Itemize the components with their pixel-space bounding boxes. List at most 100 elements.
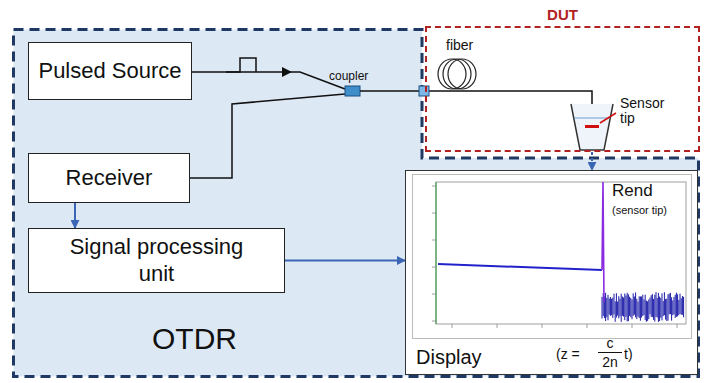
noise-stroke xyxy=(662,293,663,320)
noise-stroke xyxy=(678,300,679,315)
noise-stroke xyxy=(626,296,627,317)
noise-stroke xyxy=(622,296,623,315)
noise-stroke xyxy=(606,298,607,317)
noise-stroke xyxy=(624,294,625,321)
box-label: Signal processing unit xyxy=(57,234,257,287)
noise-stroke xyxy=(660,298,661,318)
flow-arrow xyxy=(74,203,76,228)
flow-arrow xyxy=(285,260,405,262)
noise-stroke xyxy=(676,293,677,317)
noise-stroke xyxy=(636,299,637,319)
axis-tick xyxy=(497,324,498,328)
noise-stroke xyxy=(672,300,673,315)
process-box: Pulsed Source xyxy=(28,42,192,100)
axis-tick xyxy=(432,294,436,295)
axis-tick xyxy=(432,213,436,214)
arrow-head xyxy=(282,67,292,77)
noise-stroke xyxy=(651,295,652,317)
noise-stroke xyxy=(634,297,635,315)
noise-stroke xyxy=(675,295,676,318)
formula-part: (z = xyxy=(556,347,580,362)
noise-stroke xyxy=(639,296,640,318)
axis-tick xyxy=(432,240,436,241)
peak-label: Rend xyxy=(612,182,653,201)
region-heading: DUT xyxy=(427,6,698,23)
noise-stroke xyxy=(630,298,631,317)
noise-stroke xyxy=(663,301,664,316)
noise-stroke xyxy=(610,297,611,316)
pulse-symbol xyxy=(226,58,256,72)
noise-stroke xyxy=(664,292,665,315)
noise-stroke xyxy=(644,299,645,315)
receiver-fiber xyxy=(190,94,345,178)
part-name: Sensor tip xyxy=(620,96,668,127)
noise-stroke xyxy=(656,292,657,317)
noise-stroke xyxy=(609,299,610,315)
noise-stroke xyxy=(617,302,618,316)
noise-stroke xyxy=(629,297,630,316)
box-label: Receiver xyxy=(66,165,153,191)
noise-stroke xyxy=(611,299,612,316)
noise-stroke xyxy=(658,293,659,322)
coupler-symbol xyxy=(345,86,360,96)
noise-stroke xyxy=(602,297,603,319)
noise-stroke xyxy=(650,298,651,315)
box-label: Pulsed Source xyxy=(38,58,181,84)
axis-tick xyxy=(677,324,678,328)
noise-stroke xyxy=(666,299,667,321)
noise-stroke xyxy=(680,294,681,314)
liquid-cup xyxy=(571,104,613,150)
plot-axes xyxy=(436,182,686,324)
region-label: OTDR xyxy=(152,322,237,356)
noise-stroke xyxy=(681,298,682,314)
noise-stroke xyxy=(668,294,669,320)
noise-stroke xyxy=(646,301,647,322)
formula-denominator: 2n xyxy=(598,355,622,370)
axis-tick xyxy=(452,324,453,328)
region-border xyxy=(14,30,699,377)
part-name: coupler xyxy=(329,70,368,83)
peak-note: (sensor tip) xyxy=(612,204,667,216)
noise-stroke xyxy=(621,294,622,322)
noise-stroke xyxy=(645,295,646,320)
noise-stroke xyxy=(657,298,658,318)
fiber-coil xyxy=(448,59,476,89)
backscatter-trace xyxy=(438,264,602,270)
noise-stroke xyxy=(652,294,653,317)
noise-stroke xyxy=(605,293,606,321)
axis-tick xyxy=(432,321,436,322)
noise-stroke xyxy=(618,296,619,318)
noise-stroke xyxy=(670,293,671,314)
formula-part: t) xyxy=(624,347,633,362)
source-fiber xyxy=(190,72,345,89)
plot-frame xyxy=(413,175,692,339)
noise-stroke xyxy=(682,296,683,315)
noise-stroke xyxy=(659,297,660,321)
noise-stroke xyxy=(665,299,666,320)
noise-stroke xyxy=(640,296,641,320)
noise-stroke xyxy=(671,297,672,320)
axis-tick xyxy=(542,324,543,328)
box-label: Display xyxy=(416,346,482,369)
axis-tick xyxy=(632,324,633,328)
noise-stroke xyxy=(638,302,639,317)
noise-stroke xyxy=(648,299,649,319)
noise-stroke xyxy=(608,295,609,320)
noise-stroke xyxy=(627,293,628,322)
fiber-coil xyxy=(443,59,471,89)
noise-stroke xyxy=(623,297,624,316)
noise-stroke xyxy=(632,300,633,320)
liquid-level xyxy=(574,118,610,119)
process-box: Signal processing unit xyxy=(28,228,285,293)
leader-line xyxy=(600,113,616,123)
flow-arrow xyxy=(591,152,593,170)
noise-stroke xyxy=(633,293,634,315)
noise-stroke xyxy=(614,294,615,315)
noise-stroke xyxy=(669,294,670,315)
part-name: fiber xyxy=(446,38,473,53)
noise-stroke xyxy=(612,298,613,318)
sensor-tip xyxy=(585,125,599,128)
noise-stroke xyxy=(620,299,621,317)
test-fiber xyxy=(360,91,592,126)
display-box: Display xyxy=(405,170,698,375)
